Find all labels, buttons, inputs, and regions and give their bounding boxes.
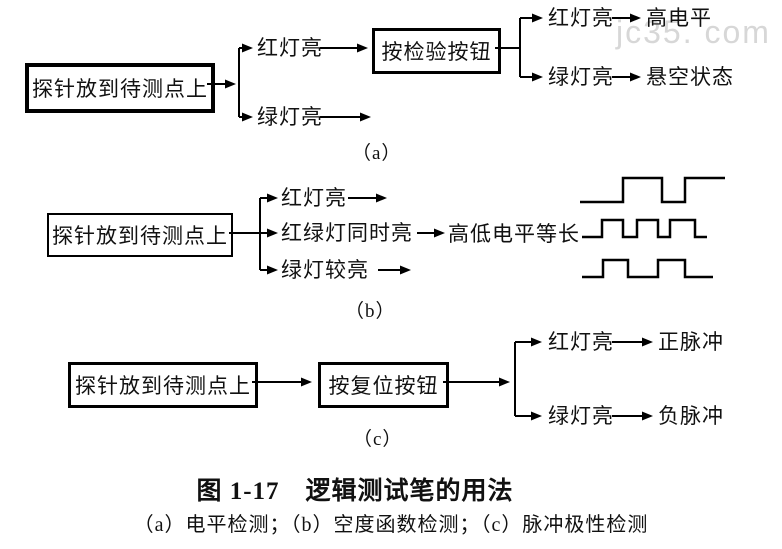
arrow-head-icon xyxy=(400,265,411,275)
node-red-green-both-on: 红绿灯同时亮 xyxy=(281,221,413,245)
figure-caption: 图 1-17 逻辑测试笔的用法 xyxy=(196,478,514,505)
arrow-head-icon xyxy=(532,13,543,23)
box-probe-on-test-point-a: 探针放到待测点上 xyxy=(25,63,215,113)
box-press-reset-button-label: 按复位按钮 xyxy=(328,374,439,398)
box-probe-on-test-point-a-label: 探针放到待测点上 xyxy=(32,77,208,101)
arrow-head-icon xyxy=(225,79,236,89)
arrow-head-icon xyxy=(531,337,542,347)
node-green-brighter: 绿灯较亮 xyxy=(281,258,369,282)
node-red-light-c: 红灯亮 xyxy=(548,330,614,354)
arrow-head-icon xyxy=(267,265,278,275)
box-probe-on-test-point-b: 探针放到待测点上 xyxy=(47,213,233,257)
arrow-head-icon xyxy=(301,377,312,387)
arrow-head-icon xyxy=(531,411,542,421)
node-green-light-a: 绿灯亮 xyxy=(257,105,323,129)
waveform-green-long-low xyxy=(582,258,713,279)
arrow-head-icon xyxy=(499,377,510,387)
box-press-reset-button: 按复位按钮 xyxy=(318,362,449,408)
watermark: jc35. com xyxy=(616,14,771,50)
waveform-equal-duty xyxy=(582,218,707,239)
arrow-head-icon xyxy=(630,13,641,23)
box-probe-on-test-point-c: 探针放到待测点上 xyxy=(68,362,258,408)
node-red-light-a2: 红灯亮 xyxy=(548,6,614,30)
box-press-test-button-label: 按检验按钮 xyxy=(381,40,492,64)
label-section-b: （b） xyxy=(345,301,396,322)
arrow-head-icon xyxy=(242,112,253,122)
arrow-head-icon xyxy=(242,43,253,53)
arrow-head-icon xyxy=(630,72,641,82)
arrow-head-icon xyxy=(434,228,445,238)
node-red-light-a: 红灯亮 xyxy=(257,36,323,60)
node-equal-high-low: 高低电平等长 xyxy=(448,222,580,246)
node-positive-pulse: 正脉冲 xyxy=(658,330,724,354)
waveform-red-long-high xyxy=(580,176,725,204)
arrow-head-icon xyxy=(642,411,653,421)
arrow-head-icon xyxy=(360,112,371,122)
node-negative-pulse: 负脉冲 xyxy=(658,404,724,428)
arrow-head-icon xyxy=(267,193,278,203)
box-press-test-button: 按检验按钮 xyxy=(372,28,501,74)
node-high-level: 高电平 xyxy=(646,6,712,30)
label-section-a: （a） xyxy=(352,143,402,164)
box-probe-on-test-point-b-label: 探针放到待测点上 xyxy=(52,224,228,248)
node-green-light-c: 绿灯亮 xyxy=(548,404,614,428)
box-probe-on-test-point-c-label: 探针放到待测点上 xyxy=(75,374,251,398)
figure-subcaption: （a）电平检测；（b）空度函数检测；（c）脉冲极性检测 xyxy=(133,514,649,536)
arrow-head-icon xyxy=(267,228,278,238)
node-red-light-b: 红灯亮 xyxy=(281,186,347,210)
arrow-head-icon xyxy=(532,72,543,82)
node-green-light-a2: 绿灯亮 xyxy=(548,65,614,89)
label-section-c: （c） xyxy=(353,429,403,450)
arrow-head-icon xyxy=(642,337,653,347)
node-floating-state: 悬空状态 xyxy=(646,65,734,89)
arrow-head-icon xyxy=(357,43,368,53)
arrow-head-icon xyxy=(376,193,387,203)
